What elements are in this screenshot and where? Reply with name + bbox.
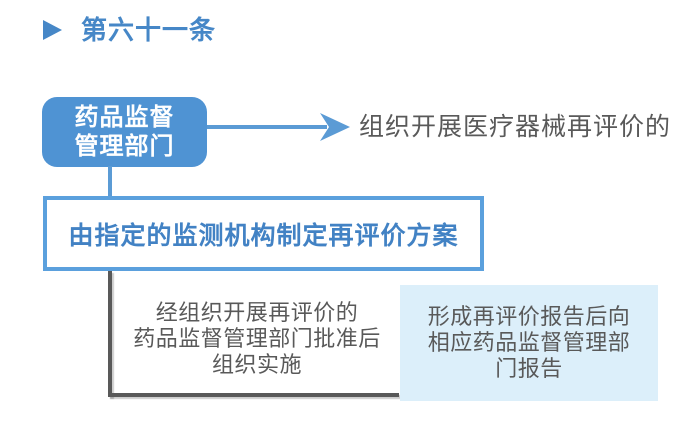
plan-node: 由指定的监测机构制定再评价方案: [43, 196, 484, 271]
implementation-note-line2: 药品监督管理部门批准后: [133, 326, 381, 351]
section-title-text: 第六十一条: [81, 15, 217, 45]
evaluation-action-label: 组织开展医疗器械再评价的: [359, 113, 672, 141]
report-node-line3: 门报告: [495, 356, 563, 381]
arrow-right-icon: [207, 113, 350, 141]
implementation-note-line3: 组织实施: [211, 352, 302, 377]
connector-bottom-horizontal: [108, 393, 399, 397]
authority-node-line2: 管理部门: [74, 133, 175, 160]
report-node-line2: 相应药品监督管理部: [427, 330, 631, 355]
implementation-note-line1: 经组织开展再评价的: [155, 300, 359, 325]
authority-node-line1: 药品监督: [74, 104, 175, 131]
connector-authority-to-plan: [108, 166, 112, 197]
implementation-note: 经组织开展再评价的 药品监督管理部门批准后 组织实施: [112, 300, 402, 378]
play-triangle-icon: [43, 20, 62, 40]
section-title: 第六十一条: [43, 16, 216, 44]
report-node: 形成再评价报告后向 相应药品监督管理部 门报告: [400, 285, 658, 401]
authority-node: 药品监督 管理部门: [42, 97, 207, 167]
report-node-line1: 形成再评价报告后向: [427, 304, 631, 329]
connector-plan-down: [108, 271, 112, 397]
plan-node-text: 由指定的监测机构制定再评价方案: [68, 221, 459, 250]
